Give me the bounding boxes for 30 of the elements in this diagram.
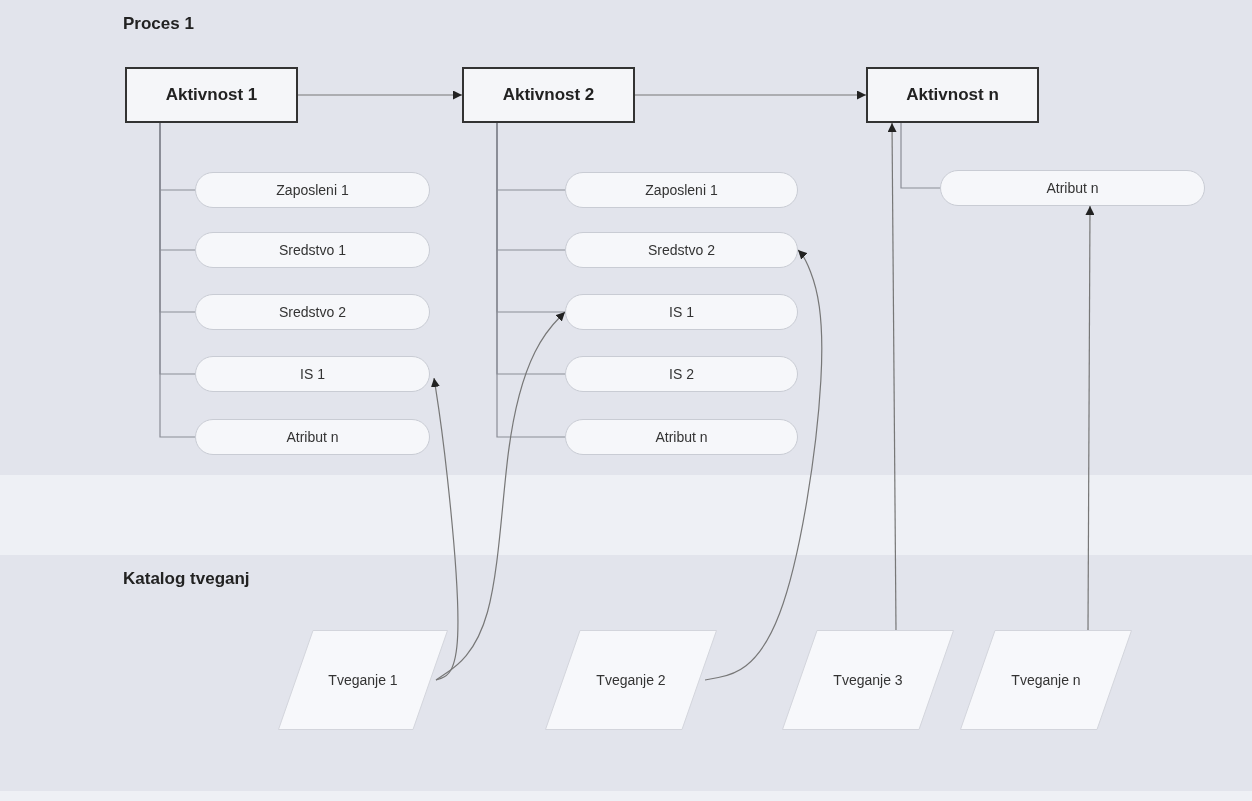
attribute-pill: IS 1 [565, 294, 798, 330]
panel-heading: Katalog tveganj [123, 569, 250, 589]
arrow [634, 90, 867, 100]
risk-label: Tveganje 1 [328, 672, 398, 688]
arrow [430, 377, 459, 681]
attribute-pill: Atribut n [565, 419, 798, 455]
attribute-pill: Zaposleni 1 [565, 172, 798, 208]
activity-box: Aktivnost 1 [125, 67, 298, 123]
arrow [297, 90, 463, 100]
connector-line [900, 122, 941, 189]
risk-label: Tveganje 3 [833, 672, 903, 688]
attribute-pill: Atribut n [195, 419, 430, 455]
attribute-pill: Sredstvo 2 [195, 294, 430, 330]
activity-box: Aktivnost 2 [462, 67, 635, 123]
risk-label: Tveganje n [1011, 672, 1081, 688]
attribute-pill: IS 1 [195, 356, 430, 392]
arrow [1085, 205, 1095, 631]
arrow [435, 311, 566, 681]
risk-label: Tveganje 2 [596, 672, 666, 688]
activity-box: Aktivnost n [866, 67, 1039, 123]
panel-heading: Proces 1 [123, 14, 194, 34]
attribute-pill: Sredstvo 1 [195, 232, 430, 268]
attribute-pill: Atribut n [940, 170, 1205, 206]
attribute-pill: Sredstvo 2 [565, 232, 798, 268]
panel-background [0, 0, 1252, 475]
panel-background [0, 555, 1252, 791]
attribute-pill: IS 2 [565, 356, 798, 392]
arrow [887, 122, 897, 631]
arrow [704, 249, 823, 681]
attribute-pill: Zaposleni 1 [195, 172, 430, 208]
